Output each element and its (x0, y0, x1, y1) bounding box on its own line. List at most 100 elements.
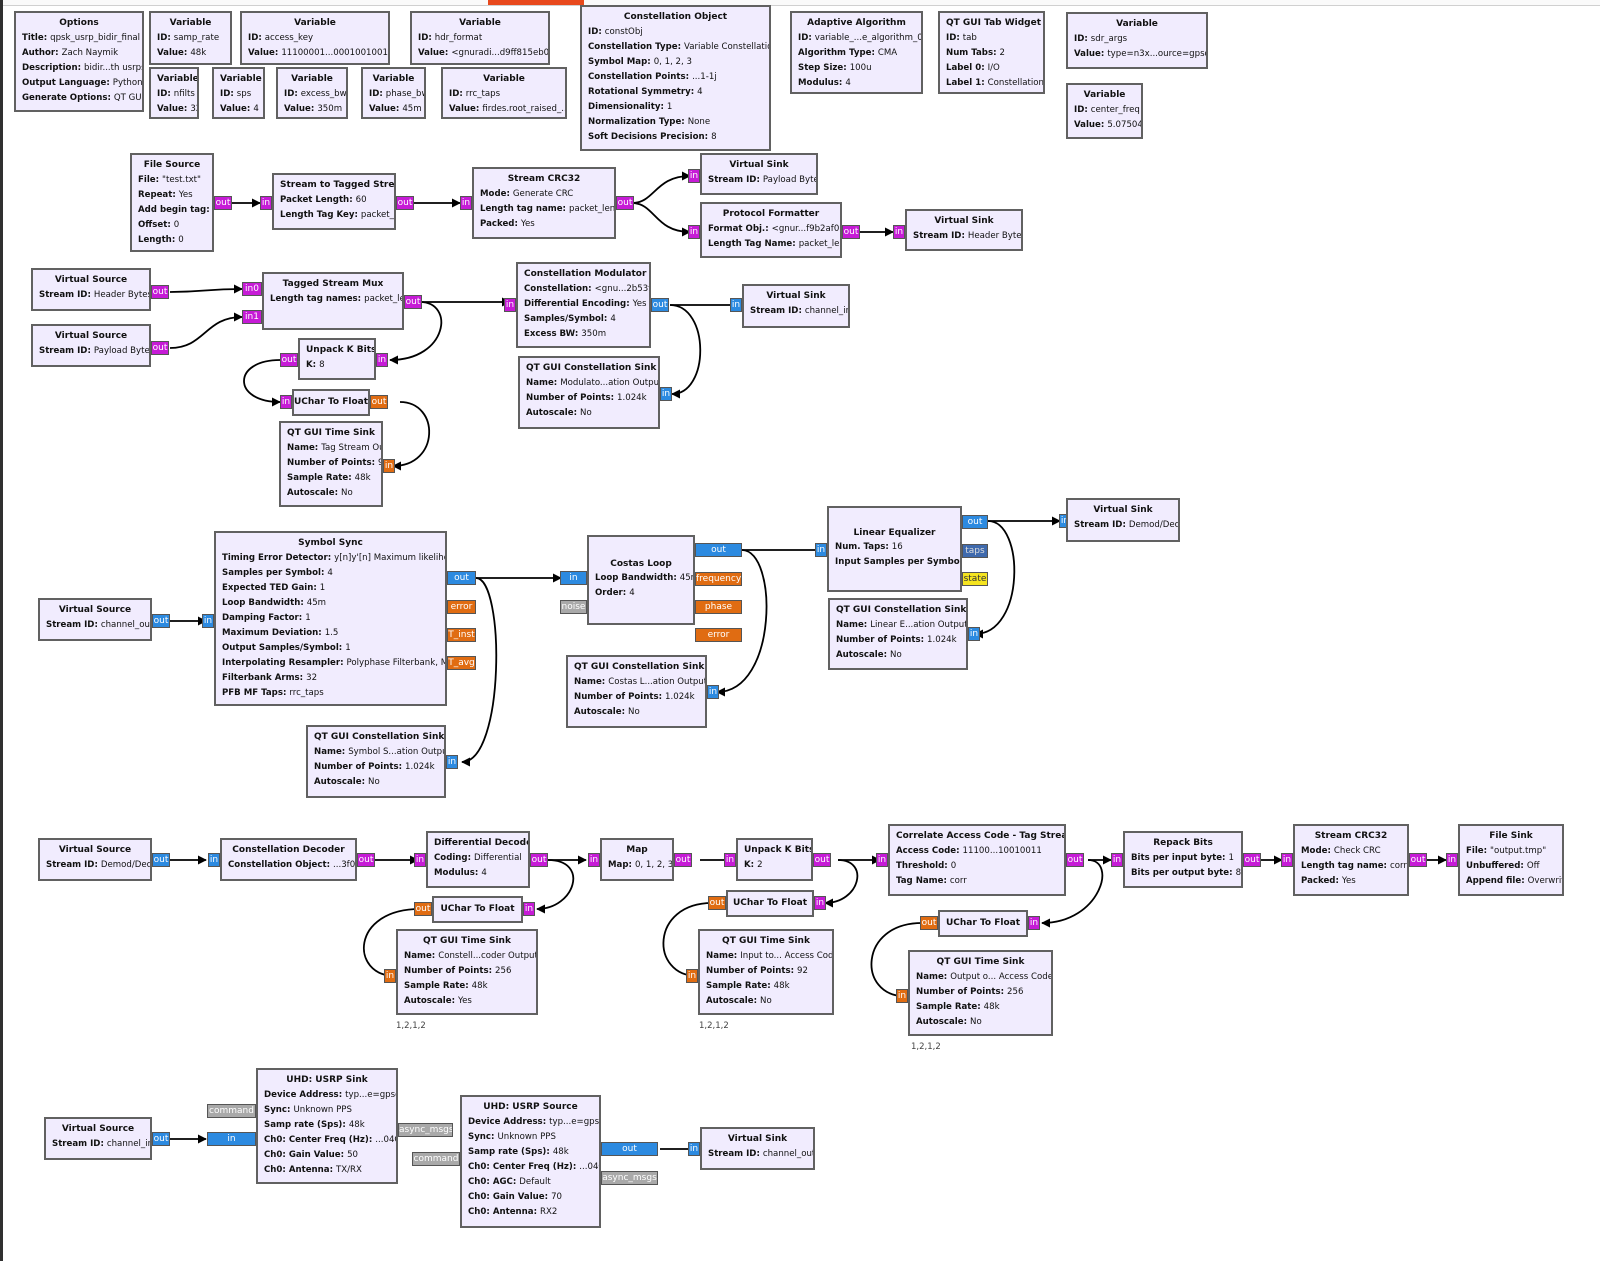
uchar-to-float-4-block[interactable]: UChar To Float (938, 910, 1028, 937)
lin-eq-out-port[interactable]: out (962, 515, 988, 529)
symbol-sync-t-avg-port[interactable]: T_avg (447, 656, 476, 670)
vsrc-header-out-port[interactable]: out (151, 285, 169, 299)
repack-in-port[interactable]: in (1111, 853, 1123, 867)
crc-check-in-port[interactable]: in (1281, 853, 1293, 867)
symbol-sync-t-inst-port[interactable]: T_inst (447, 628, 476, 642)
unpack-2-in-port[interactable]: in (724, 853, 736, 867)
const-sink-eq-in-port[interactable]: in (968, 627, 980, 641)
uchar-to-float-1-block[interactable]: UChar To Float (292, 389, 370, 416)
uchar-float-2-in-port[interactable]: in (523, 902, 535, 916)
uchar-to-float-3-block[interactable]: UChar To Float (726, 890, 814, 917)
vsrc-demod-out-port[interactable]: out (152, 853, 170, 867)
lin-eq-taps-port[interactable]: taps (962, 544, 988, 558)
vsink-payload-in-port[interactable]: in (688, 169, 700, 183)
usrp-sink-in-port[interactable]: in (207, 1132, 256, 1146)
vsrc-chan-out-out-port[interactable]: out (152, 614, 170, 628)
symbol-sync-error-port[interactable]: error (447, 600, 476, 614)
const-sink-sync-in-port[interactable]: in (446, 755, 458, 769)
vsink-chan-out-in-port[interactable]: in (688, 1142, 700, 1156)
diff-decoder-in-port[interactable]: in (414, 853, 426, 867)
usrp-source-async-msgs-port[interactable]: async_msgs (601, 1171, 658, 1185)
crc-check-out-port[interactable]: out (1409, 853, 1427, 867)
costas-in-port[interactable]: in (560, 571, 587, 585)
uchar-float-1-in-port[interactable]: in (280, 395, 292, 409)
const-sink-mod-in-port[interactable]: in (660, 387, 672, 401)
const-decoder-out-port[interactable]: out (357, 853, 375, 867)
costas-frequency-port[interactable]: frequency (695, 572, 742, 586)
vsink-header-in-port[interactable]: in (893, 225, 905, 239)
symbol-sync-in-port[interactable]: in (202, 614, 214, 628)
const-sink-costas-in-port[interactable]: in (707, 685, 719, 699)
stream-to-tagged-out-port[interactable]: out (396, 196, 414, 210)
usrp-source-command-port[interactable]: command (412, 1152, 460, 1166)
crc-gen-out-port[interactable]: out (616, 196, 634, 210)
costas-error-port[interactable]: error (695, 628, 742, 642)
uchar-to-float-2-block[interactable]: UChar To Float (432, 896, 523, 923)
time-sink-in-ac-in-port[interactable]: in (686, 969, 698, 983)
uchar-float-4-in-port[interactable]: in (1028, 916, 1040, 930)
crc-gen-in-port[interactable]: in (460, 196, 472, 210)
usrp-sink-async-msgs-port[interactable]: async_msgs (398, 1123, 453, 1137)
costas-out-port[interactable]: out (695, 543, 742, 557)
map-in-port[interactable]: in (588, 853, 600, 867)
unpack-8-in-port[interactable]: in (376, 353, 388, 367)
uchar-float-3-in-port[interactable]: in (814, 896, 826, 910)
lin-eq-in-port[interactable]: in (815, 543, 827, 557)
file-sink-in-port[interactable]: in (1446, 853, 1458, 867)
costas-noise-port[interactable]: noise (560, 600, 587, 614)
usrp-source-out-port[interactable]: out (601, 1142, 658, 1156)
time-sink-tag-in-port[interactable]: in (383, 459, 395, 473)
const-mod-out-port[interactable]: out (651, 298, 669, 312)
const-decoder-in-port[interactable]: in (208, 853, 220, 867)
unpack-8-out-port[interactable]: out (280, 353, 298, 367)
unpack-2-out-port[interactable]: out (813, 853, 831, 867)
costas-phase-port[interactable]: phase (695, 600, 742, 614)
uchar-float-4-out-port[interactable]: out (920, 916, 938, 930)
uchar-float-2-out-port[interactable]: out (414, 902, 432, 916)
stream-to-tagged-stream-block[interactable]: Stream to Tagged StreamPacket Length: 60… (272, 173, 396, 230)
vsrc-chan-in-out-port[interactable]: out (152, 1132, 170, 1146)
vsink-chan-in-in-port[interactable]: in (730, 298, 742, 312)
mux-out-port[interactable]: out (404, 295, 422, 309)
proto-formatter-in-port[interactable]: in (688, 225, 700, 239)
const-mod-in-port[interactable]: in (504, 298, 516, 312)
map-out-port[interactable]: out (674, 853, 692, 867)
